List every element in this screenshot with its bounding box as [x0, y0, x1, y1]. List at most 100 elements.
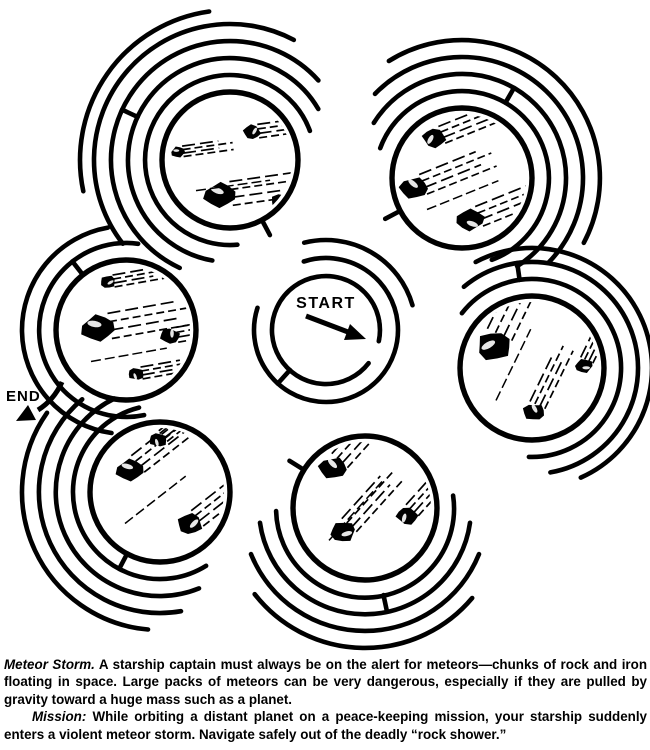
meteor-rock [177, 513, 203, 534]
meteor-trail [139, 428, 189, 468]
meteor-rock-highlight [401, 513, 407, 523]
maze-ring [371, 71, 569, 269]
caption-text-1: A starship captain must always be on the… [4, 657, 647, 707]
start-arrow-icon [305, 313, 366, 340]
meteor-rock [330, 522, 355, 542]
meteor-trail [108, 306, 190, 323]
meteor-rock [160, 328, 180, 344]
maze-ring [257, 520, 473, 617]
maze-ring [386, 37, 603, 246]
meteor-trail [426, 165, 497, 195]
maze-ring [19, 410, 151, 632]
meteor-circle-top-left [159, 89, 301, 231]
start-label: START [296, 295, 356, 312]
meteor-trail [110, 316, 182, 331]
maze-wall-spur [381, 592, 390, 615]
meteor-trail [350, 484, 391, 528]
meteor-rock-highlight [210, 187, 224, 195]
meteor-rock-highlight [252, 127, 258, 135]
maze-wall-spur [70, 259, 86, 278]
meteor-rock-highlight [341, 531, 353, 537]
meteor-trail [486, 302, 522, 330]
meteor-trail [111, 322, 190, 340]
meteor-trail [182, 141, 233, 151]
meteor-trail [424, 163, 482, 189]
meteor-trail [474, 182, 526, 208]
maze-wall-spur [287, 458, 307, 473]
maze-ring [125, 55, 321, 263]
meteor-circle-bottom-left [87, 419, 233, 565]
maze: START END [6, 9, 650, 651]
meteor-rock-highlight [173, 149, 180, 152]
meteor-rock-highlight [121, 463, 134, 470]
maze-wall-spur [259, 217, 273, 238]
meteor-trail [195, 179, 271, 192]
meteor-trail [182, 147, 220, 154]
meteor-trail [90, 347, 167, 363]
meteor-trail [183, 148, 234, 158]
meteor-trail [124, 475, 187, 525]
meteor-trail [142, 368, 190, 380]
maze-ring [372, 54, 586, 265]
meteor-trail [534, 345, 564, 405]
meteor-rock [128, 368, 144, 380]
meteor-trail [198, 484, 224, 522]
maze-ring [70, 405, 209, 582]
meteor-trail [418, 150, 477, 176]
meteor-art-left [81, 267, 190, 380]
meteor-trail [190, 474, 224, 512]
meteor-trail [230, 177, 292, 191]
maze-ring [19, 225, 114, 436]
caption-text-2: While orbiting a distant planet on a pea… [4, 709, 647, 742]
caption-paragraph-2: Mission: While orbiting a distant planet… [4, 708, 647, 743]
maze-wall-spur [382, 208, 403, 222]
maze-ring [53, 396, 202, 599]
meteor-rock [171, 146, 185, 158]
meteor-rock-highlight [466, 220, 478, 227]
caption: Meteor Storm. A starship captain must al… [4, 656, 647, 743]
meteor-rock [101, 275, 115, 288]
meteor-trail [175, 318, 190, 329]
maze-ring [459, 276, 624, 460]
meteor-trail [163, 428, 200, 439]
meteor-rock-highlight [408, 179, 418, 188]
meteor-rock-highlight [427, 134, 434, 144]
maze-walls [19, 9, 650, 651]
meteor-trail [181, 140, 219, 147]
maze-ring [252, 591, 475, 651]
meteor-trail [413, 474, 431, 513]
meteor-rock [317, 457, 347, 479]
meteor-trail [113, 268, 167, 280]
meteor-trail [341, 442, 384, 464]
meteor-rock-highlight [582, 366, 590, 370]
meteor-trail [177, 328, 190, 339]
meteor-trail [141, 367, 182, 376]
meteor-rock [398, 177, 428, 199]
maze-ring [36, 397, 184, 616]
meteor-trail [426, 180, 499, 211]
meteor-rock-highlight [170, 329, 174, 338]
meteor-rock-highlight [133, 373, 137, 380]
end-label: END [6, 388, 41, 405]
meteor-trail [107, 300, 179, 315]
maze-wall-spur [275, 367, 293, 386]
maze-ring [473, 245, 650, 480]
meteor-rock-highlight [189, 519, 199, 528]
maze-ring [301, 237, 415, 308]
meteor-trail [114, 276, 168, 288]
meteor-rock-highlight [154, 438, 159, 447]
meteor-trail [438, 114, 489, 128]
meteor-trail [539, 360, 563, 407]
meteor-rock [149, 433, 167, 447]
maze-svg: START END [6, 9, 650, 651]
meteor-trail [544, 350, 574, 410]
meteor-rock [479, 333, 510, 361]
meteor-trail [405, 466, 431, 506]
maze-wall-spur [514, 260, 522, 283]
meteor-trail [341, 475, 381, 520]
meteor-trail [421, 152, 492, 182]
meteor-trail [442, 116, 494, 139]
maze-ring [251, 255, 401, 405]
meteor-trail [480, 195, 526, 221]
